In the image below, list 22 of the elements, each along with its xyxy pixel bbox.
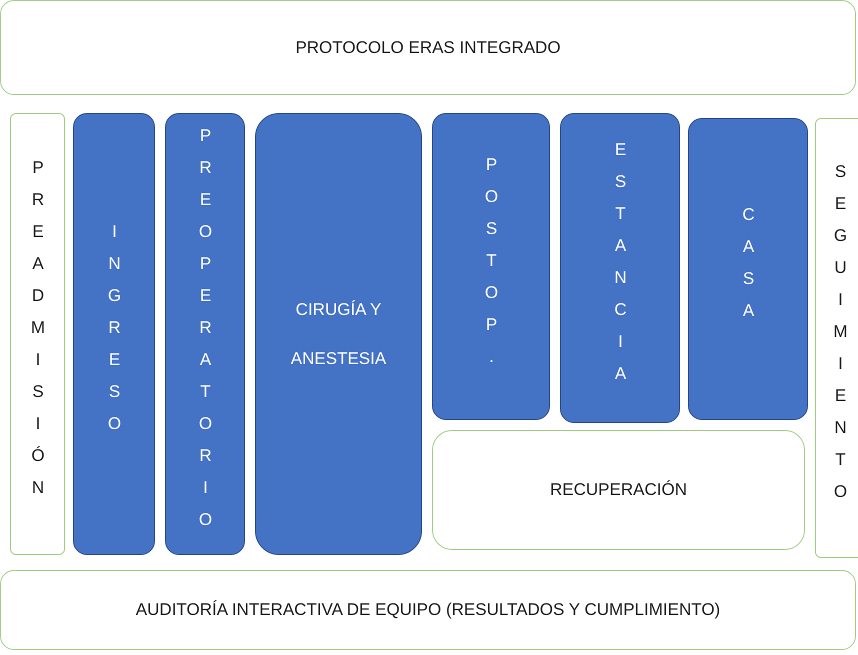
vertical-label: POSTOP. — [481, 154, 501, 378]
stage-label: RECUPERACIÓN — [550, 480, 687, 500]
stage-label: AUDITORÍA INTERACTIVA DE EQUIPO (RESULTADOS Y CUMPLIMIENTO) — [136, 600, 720, 620]
stage-box — [688, 118, 808, 420]
stage-panel — [815, 118, 858, 558]
vertical-label: PREOPERATORIO — [195, 126, 215, 542]
footer-band — [0, 570, 856, 650]
stage-label: PROTOCOLO ERAS INTEGRADO — [295, 38, 561, 58]
stage-box — [165, 113, 245, 555]
stage-box — [560, 113, 680, 423]
vertical-label: ESTANCIA — [610, 140, 630, 396]
vertical-label: INGRESO — [104, 222, 124, 446]
stage-label: CIRUGÍA Y ANESTESIA — [290, 298, 388, 370]
vertical-label: PREADMISIÓN — [28, 158, 48, 510]
stage-box — [73, 113, 155, 555]
vertical-label: SEGUIMIENTO — [830, 162, 850, 514]
recovery-panel — [432, 430, 805, 550]
header-band — [0, 0, 856, 95]
stage-panel — [10, 113, 65, 555]
vertical-label: CASA — [738, 205, 758, 333]
stage-box — [255, 113, 422, 555]
stage-box — [432, 113, 550, 420]
